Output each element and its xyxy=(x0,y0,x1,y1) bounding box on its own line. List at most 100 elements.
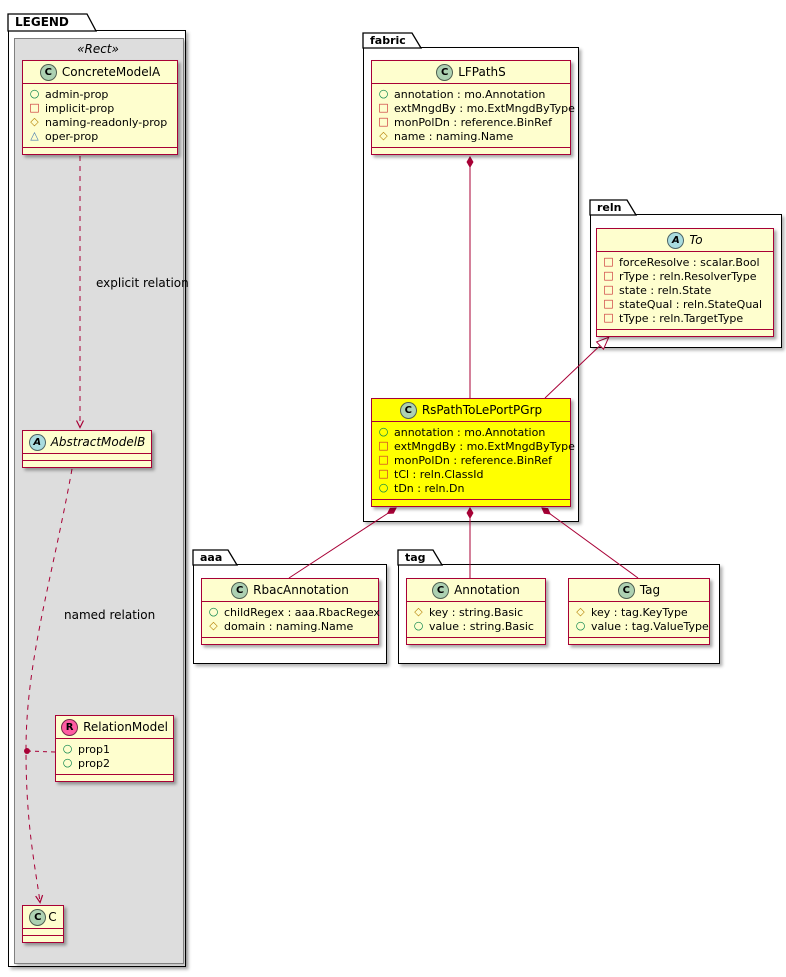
class-members: ◇ key : string.Basic ○ value : string.Ba… xyxy=(407,601,545,637)
package-reln xyxy=(590,214,782,348)
public-field-icon: ○ xyxy=(378,481,389,494)
class-member: ○ admin-prop xyxy=(29,87,171,101)
protected-field-icon: ◇ xyxy=(414,605,423,618)
class-name: ConcreteModelA xyxy=(61,65,161,79)
class-name: LFPathS xyxy=(458,65,506,79)
member-text: extMngdBy : mo.ExtMngdByType xyxy=(394,439,575,453)
member-text: tDn : reln.Dn xyxy=(394,481,465,495)
class-name: To xyxy=(689,233,703,247)
private-field-icon: □ xyxy=(603,311,614,324)
protected-field-icon: ◇ xyxy=(209,619,218,632)
class-spot-icon: C xyxy=(436,63,454,81)
class-methods-empty xyxy=(23,460,151,467)
package-tab-tag xyxy=(397,549,444,566)
class-member: ◇ key : tag.KeyType xyxy=(575,605,703,619)
class-member: □ extMngdBy : mo.ExtMngdByType xyxy=(378,439,575,453)
class-members: ○ annotation : mo.Annotation □ extMngdBy… xyxy=(372,421,575,499)
class-methods-empty xyxy=(407,637,545,644)
class-member: △ oper-prop xyxy=(29,129,171,143)
class-rspathtoleportpgrp: C RsPathToLePortPGrp ○ annotation : mo.A… xyxy=(371,398,575,507)
class-header: A AbstractModelB xyxy=(23,431,151,453)
private-field-icon: □ xyxy=(603,269,614,282)
class-c: C C xyxy=(22,905,64,943)
class-members: ○ prop1 ○ prop2 xyxy=(56,738,173,774)
class-methods-empty xyxy=(569,637,709,644)
member-text: childRegex : aaa.RbacRegex xyxy=(224,605,380,619)
class-members: □ forceResolve : scalar.Bool □ rType : r… xyxy=(597,251,773,329)
class-member: ○ prop1 xyxy=(62,742,167,756)
member-text: stateQual : reln.StateQual xyxy=(619,297,763,311)
package-tab-fabric xyxy=(362,32,423,49)
relation-class-spot-icon: R xyxy=(61,718,79,736)
class-name: C xyxy=(48,910,57,924)
class-header: C RsPathToLePortPGrp xyxy=(372,399,570,421)
class-member: ○ value : string.Basic xyxy=(413,619,539,633)
private-field-icon: □ xyxy=(378,467,389,480)
class-rbacannotation: C RbacAnnotation ○ childRegex : aaa.Rbac… xyxy=(201,578,380,645)
relation-label-explicit: explicit relation xyxy=(96,276,189,290)
public-field-icon: ○ xyxy=(378,425,389,438)
class-header: C Tag xyxy=(569,579,709,601)
package-label-fabric: fabric xyxy=(370,34,406,47)
member-text: implicit-prop xyxy=(45,101,115,115)
class-header: C RbacAnnotation xyxy=(202,579,378,601)
generalization-rspath-to xyxy=(544,338,608,399)
public-field-icon: ○ xyxy=(378,87,389,100)
class-member: □ forceResolve : scalar.Bool xyxy=(603,255,767,269)
class-relationmodel: R RelationModel ○ prop1 ○ prop2 xyxy=(55,715,174,782)
class-header: C C xyxy=(23,906,63,928)
abstract-class-spot-icon: A xyxy=(667,231,685,249)
package-aaa xyxy=(193,564,387,664)
class-members: ○ admin-prop □ implicit-prop ◇ naming-re… xyxy=(23,83,177,147)
legend-rect xyxy=(14,38,184,964)
class-name: RelationModel xyxy=(83,720,168,734)
private-field-icon: □ xyxy=(378,439,389,452)
member-text: annotation : mo.Annotation xyxy=(394,425,546,439)
member-text: rType : reln.ResolverType xyxy=(619,269,757,283)
dependency-abstract-c xyxy=(25,468,73,904)
class-member: ◇ key : string.Basic xyxy=(413,605,539,619)
member-text: naming-readonly-prop xyxy=(45,115,168,129)
class-methods-empty xyxy=(56,774,173,781)
package-tab-aaa xyxy=(192,549,239,566)
member-text: key : string.Basic xyxy=(429,605,524,619)
private-field-icon: □ xyxy=(603,297,614,310)
private-field-icon: □ xyxy=(29,101,40,114)
class-member: ○ prop2 xyxy=(62,756,167,770)
class-member: ◇ naming-readonly-prop xyxy=(29,115,171,129)
member-text: value : tag.ValueType xyxy=(591,619,709,633)
class-member: ◇ name : naming.Name xyxy=(378,129,564,143)
protected-field-icon: ◇ xyxy=(379,129,388,142)
class-members: ○ childRegex : aaa.RbacRegex ◇ domain : … xyxy=(202,601,380,637)
link-relationmodel-line xyxy=(26,750,56,753)
class-spot-icon: C xyxy=(231,581,249,599)
class-header: R RelationModel xyxy=(56,716,173,738)
member-text: monPolDn : reference.BinRef xyxy=(394,115,552,129)
class-concretemodela: C ConcreteModelA ○ admin-prop □ implicit… xyxy=(22,60,178,155)
member-text: name : naming.Name xyxy=(394,129,514,143)
package-fabric xyxy=(363,47,579,522)
class-member: □ state : reln.State xyxy=(603,283,767,297)
class-member: ○ annotation : mo.Annotation xyxy=(378,87,564,101)
member-text: tCl : reln.ClassId xyxy=(394,467,484,481)
public-field-icon: ○ xyxy=(29,87,40,100)
class-name: Tag xyxy=(639,583,661,597)
member-text: value : string.Basic xyxy=(429,619,534,633)
member-text: tType : reln.TargetType xyxy=(619,311,744,325)
class-header: A To xyxy=(597,229,773,251)
class-annotation: C Annotation ◇ key : string.Basic ○ valu… xyxy=(406,578,546,645)
package-label-aaa: aaa xyxy=(200,551,223,564)
package-label-tag: tag xyxy=(405,551,426,564)
member-text: key : tag.KeyType xyxy=(591,605,688,619)
private-field-icon: □ xyxy=(603,283,614,296)
public-field-icon: ○ xyxy=(413,619,424,632)
protected-field-icon: ◇ xyxy=(576,605,585,618)
class-header: C Annotation xyxy=(407,579,545,601)
class-methods-empty xyxy=(23,935,63,942)
private-field-icon: □ xyxy=(378,101,389,114)
private-field-icon: □ xyxy=(603,255,614,268)
class-fields-empty xyxy=(23,453,151,460)
class-spot-icon: C xyxy=(39,63,57,81)
class-member: ○ annotation : mo.Annotation xyxy=(378,425,564,439)
